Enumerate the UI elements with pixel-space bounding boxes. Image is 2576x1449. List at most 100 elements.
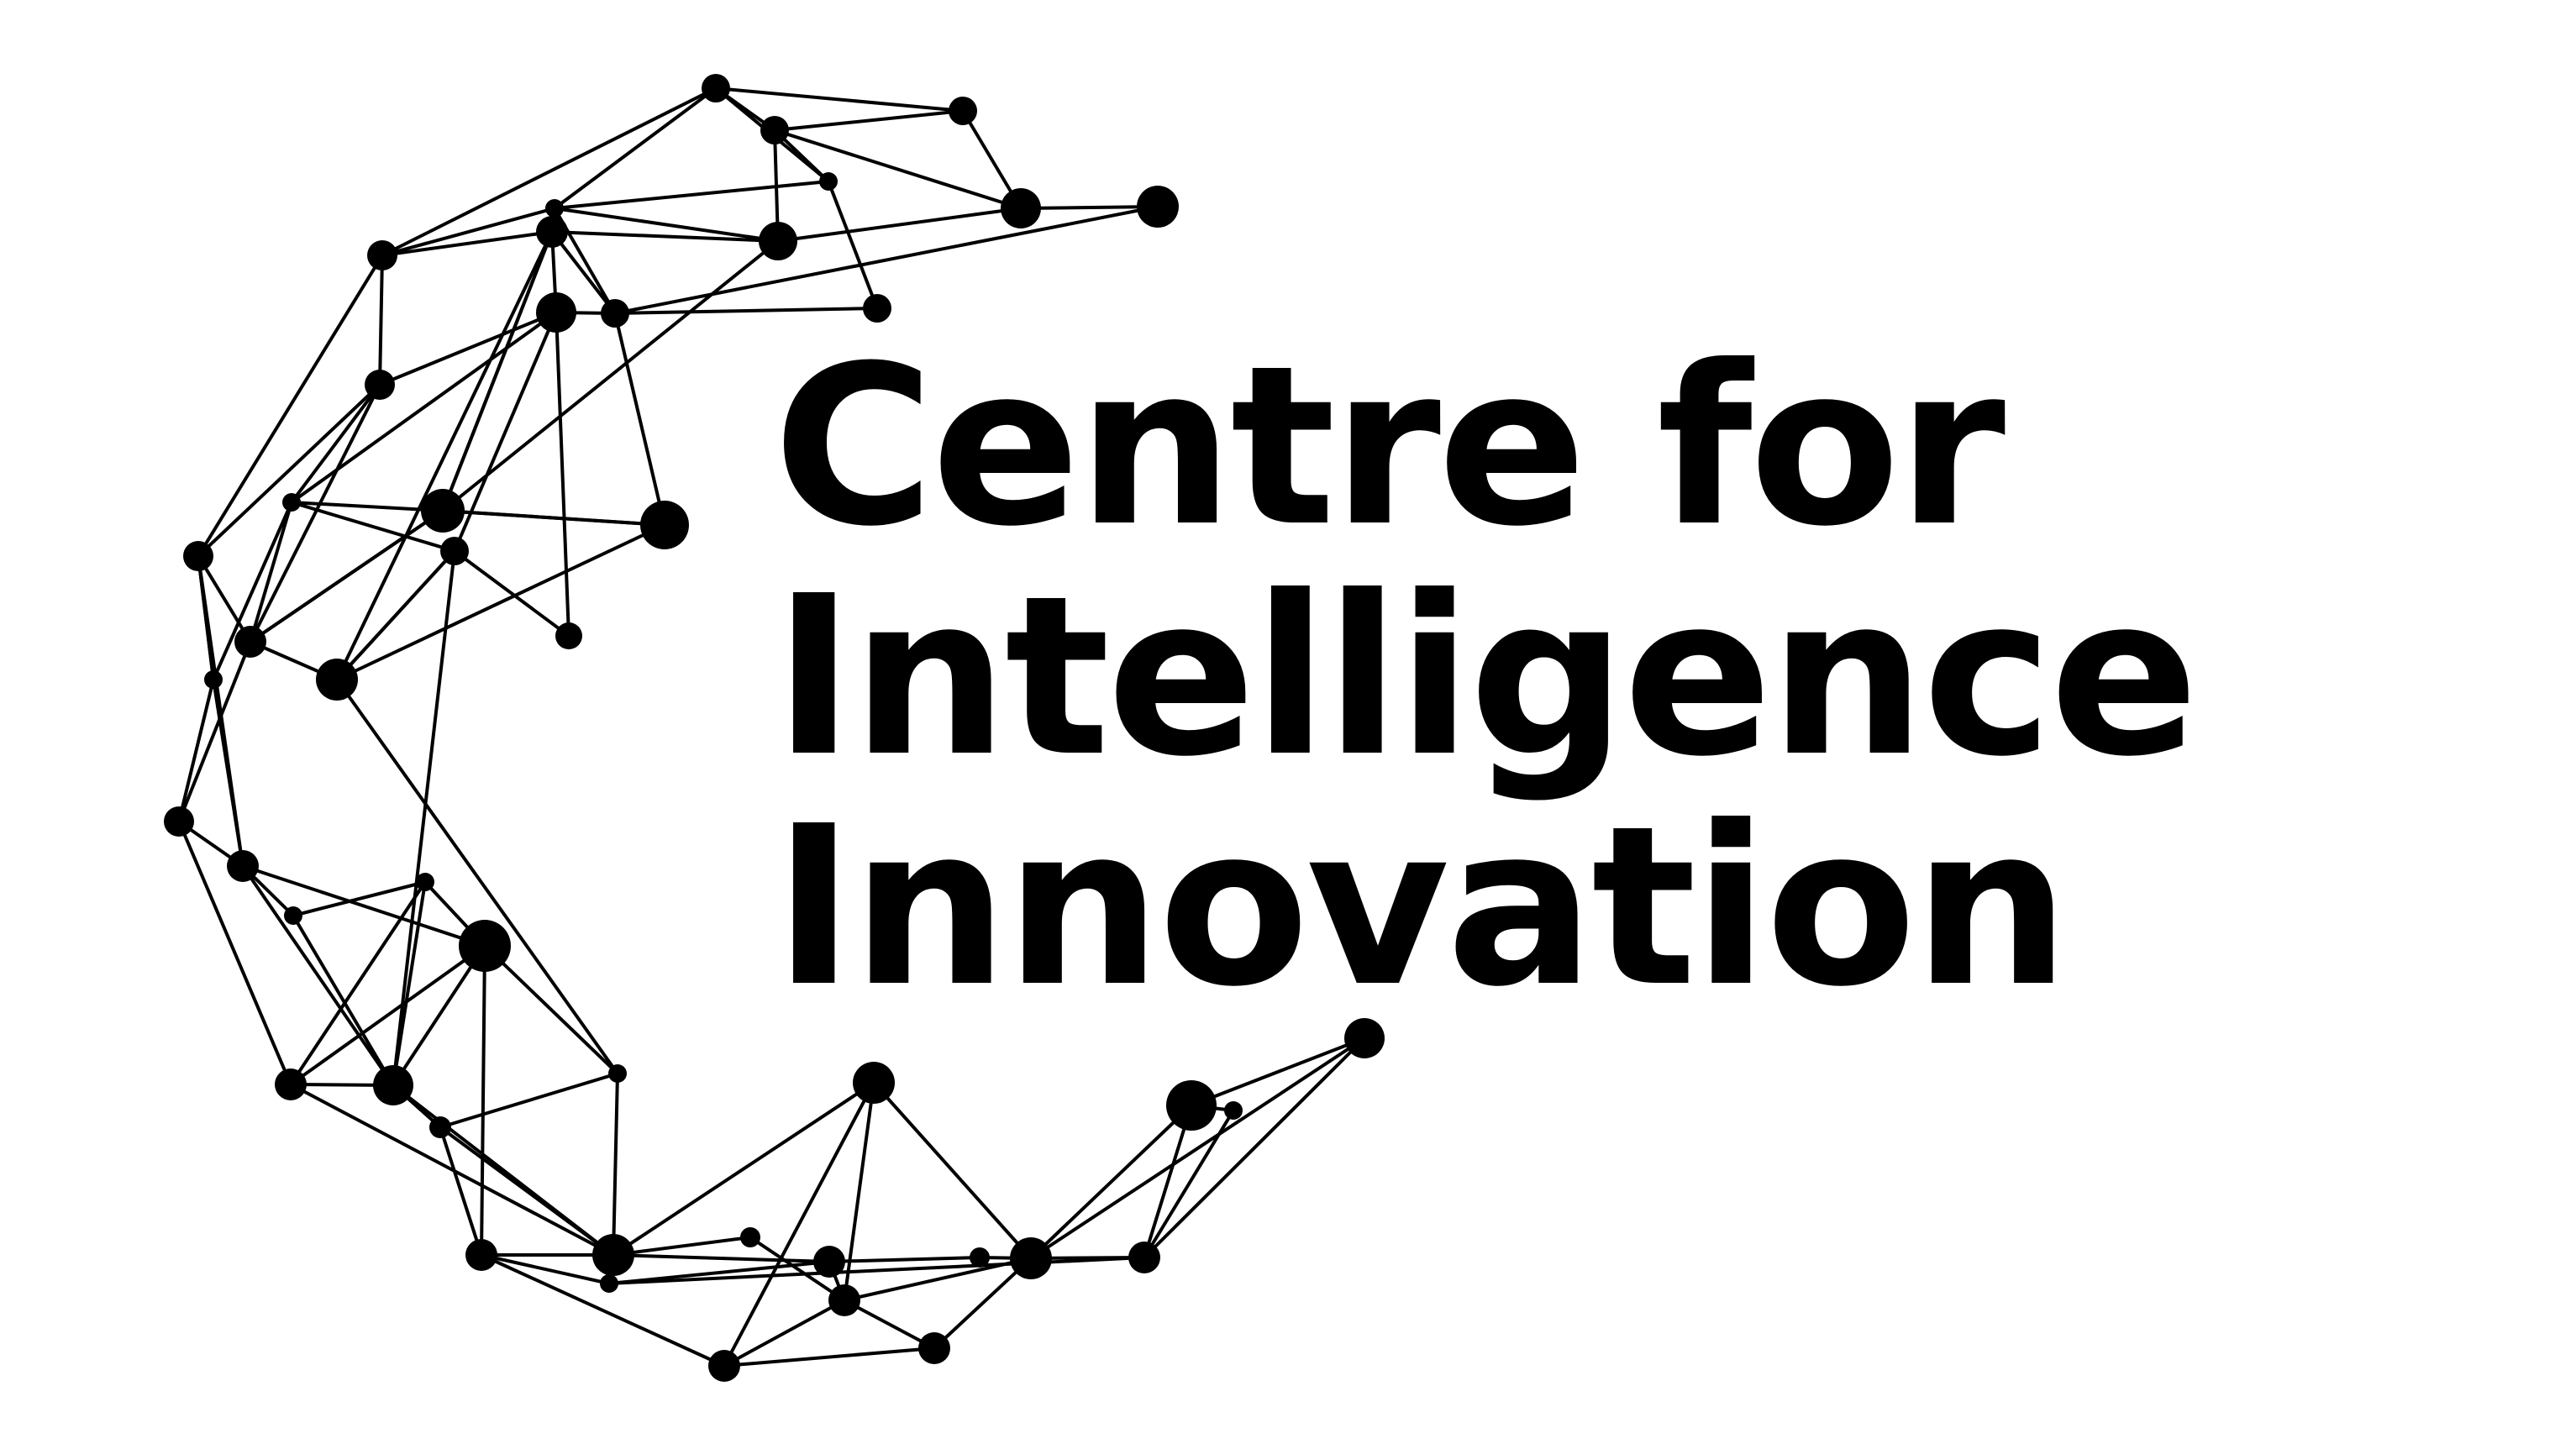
network-link (715, 87, 964, 113)
network-node (828, 1284, 860, 1316)
network-link (483, 944, 619, 1075)
network-link (1191, 1037, 1365, 1107)
network-link (292, 880, 426, 917)
network-link (212, 501, 293, 680)
network-node (813, 1246, 845, 1278)
network-link (1029, 1037, 1366, 1260)
network-link (289, 944, 486, 1086)
network-link (723, 1299, 845, 1368)
network-node (702, 74, 730, 102)
network-node (536, 216, 568, 248)
network-link (335, 549, 456, 681)
network-node (316, 659, 358, 701)
network-link (843, 1082, 875, 1301)
network-node (1128, 1242, 1160, 1273)
network-link (612, 1081, 875, 1257)
network-link (612, 1073, 619, 1256)
network-link (828, 1256, 980, 1263)
network-link (292, 914, 395, 1087)
network-link (242, 864, 486, 948)
network-link (177, 641, 252, 822)
network-node (819, 172, 838, 191)
network-link (1020, 205, 1159, 210)
network-link (439, 1072, 618, 1129)
network-node (1010, 1237, 1052, 1279)
network-node (204, 670, 223, 689)
network-node (608, 1064, 627, 1083)
network-link (441, 239, 780, 512)
network-link (290, 383, 381, 504)
network-link (774, 129, 1022, 210)
network-link (378, 255, 384, 386)
organization-name: Centre for Intelligence Innovation (773, 332, 2199, 1035)
name-line-2: Intelligence (773, 549, 2199, 805)
network-node (555, 622, 582, 649)
network-link (551, 230, 779, 243)
network-node (227, 850, 259, 882)
network-node (1001, 188, 1041, 228)
network-link (392, 550, 456, 1086)
network-node (1344, 1018, 1385, 1058)
name-line-3: Innovation (773, 779, 2070, 1035)
network-link (197, 554, 252, 643)
network-link (212, 679, 244, 867)
network-link (249, 384, 381, 643)
network-link (197, 555, 215, 680)
network-link (197, 383, 381, 558)
network-node (164, 806, 194, 837)
network-link (554, 207, 779, 243)
network-node (863, 294, 891, 323)
network-node (970, 1247, 990, 1268)
network-node (275, 1068, 307, 1100)
network-node (600, 1274, 618, 1293)
network-link (335, 678, 619, 1075)
network-link (439, 1126, 615, 1257)
network-node (601, 299, 629, 328)
network-link (442, 509, 665, 527)
network-node (1137, 186, 1179, 228)
network-node (367, 240, 397, 270)
network-node (536, 292, 576, 333)
network-link (614, 205, 1159, 315)
network-link (335, 231, 554, 680)
network-node (545, 199, 564, 218)
network-link (481, 1253, 725, 1368)
network-link (844, 1257, 1032, 1302)
network-node (853, 1062, 895, 1104)
network-link (872, 1081, 1033, 1260)
network-link (439, 1126, 483, 1256)
network-link (933, 1257, 1033, 1350)
network-link (336, 523, 665, 681)
network-link (291, 501, 455, 553)
network-node (918, 1332, 950, 1364)
network-link (1143, 1037, 1366, 1259)
network-node (759, 222, 797, 260)
network-node (282, 493, 301, 512)
network-link (608, 1256, 1145, 1285)
network-link (553, 87, 718, 210)
network-link (480, 945, 486, 1256)
network-node (640, 501, 689, 549)
network-link (290, 311, 558, 504)
network-node (1224, 1101, 1243, 1120)
network-node (760, 116, 789, 144)
network-link (613, 312, 666, 526)
network-link (723, 1347, 935, 1368)
network-link (554, 180, 829, 210)
network-link (555, 312, 570, 637)
network-node (284, 906, 302, 925)
network-link (827, 181, 879, 309)
network-link (379, 311, 557, 386)
network-link (392, 944, 486, 1087)
network-node (740, 1227, 760, 1247)
network-node (440, 537, 469, 565)
network-link (614, 307, 878, 315)
network-node (421, 489, 465, 533)
network-link (441, 231, 554, 512)
network-node (459, 920, 511, 972)
network-link (177, 821, 292, 1085)
network-link (249, 501, 293, 643)
network-link (1029, 1104, 1193, 1260)
network-node (1166, 1080, 1217, 1131)
